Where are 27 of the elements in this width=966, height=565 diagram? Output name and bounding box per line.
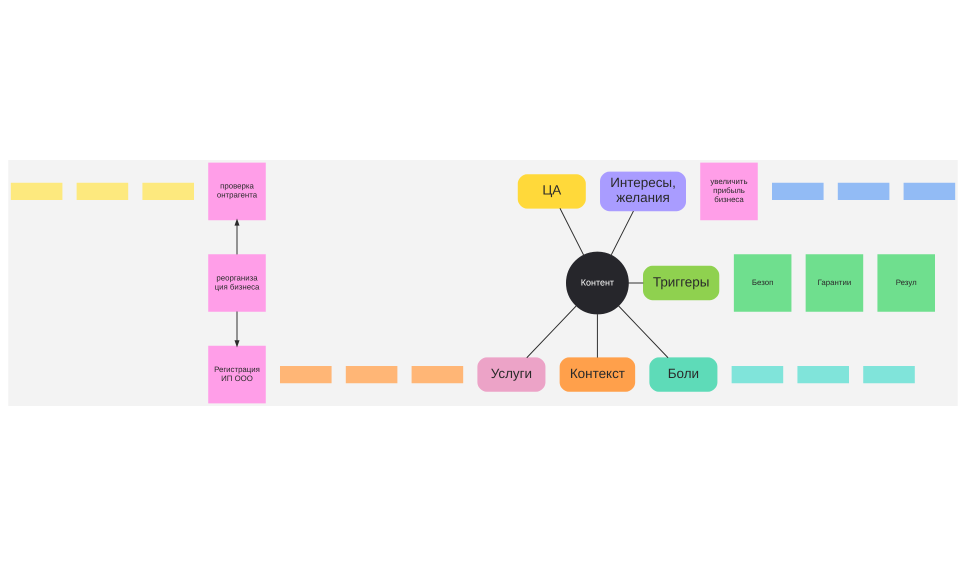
- connector: [618, 305, 669, 358]
- node-box: [412, 366, 464, 383]
- node-box: [76, 182, 128, 200]
- node-box: [732, 366, 784, 383]
- node-box: [142, 182, 194, 200]
- connector: [559, 207, 584, 255]
- node-box: Интересы, желания: [600, 171, 686, 211]
- node-box: Триггеры: [643, 265, 720, 300]
- node-box: Боли: [649, 356, 718, 392]
- node-box: [772, 182, 824, 200]
- node-box: [10, 182, 62, 200]
- connector: [526, 305, 577, 358]
- connector: [596, 313, 598, 358]
- node-box: [863, 366, 915, 383]
- node-box: ЦА: [518, 174, 586, 208]
- connector: [610, 210, 634, 255]
- node-box: [346, 366, 398, 383]
- node-box: Контекст: [560, 356, 636, 392]
- arrow: [234, 310, 240, 347]
- node-circle: Контент: [566, 251, 629, 314]
- node-box: [904, 182, 956, 200]
- arrow: [234, 218, 240, 254]
- node-box: [797, 366, 849, 383]
- node-box: Услуги: [477, 356, 546, 392]
- node-box: [838, 182, 890, 200]
- node-box: [280, 366, 332, 383]
- connector: [628, 282, 644, 283]
